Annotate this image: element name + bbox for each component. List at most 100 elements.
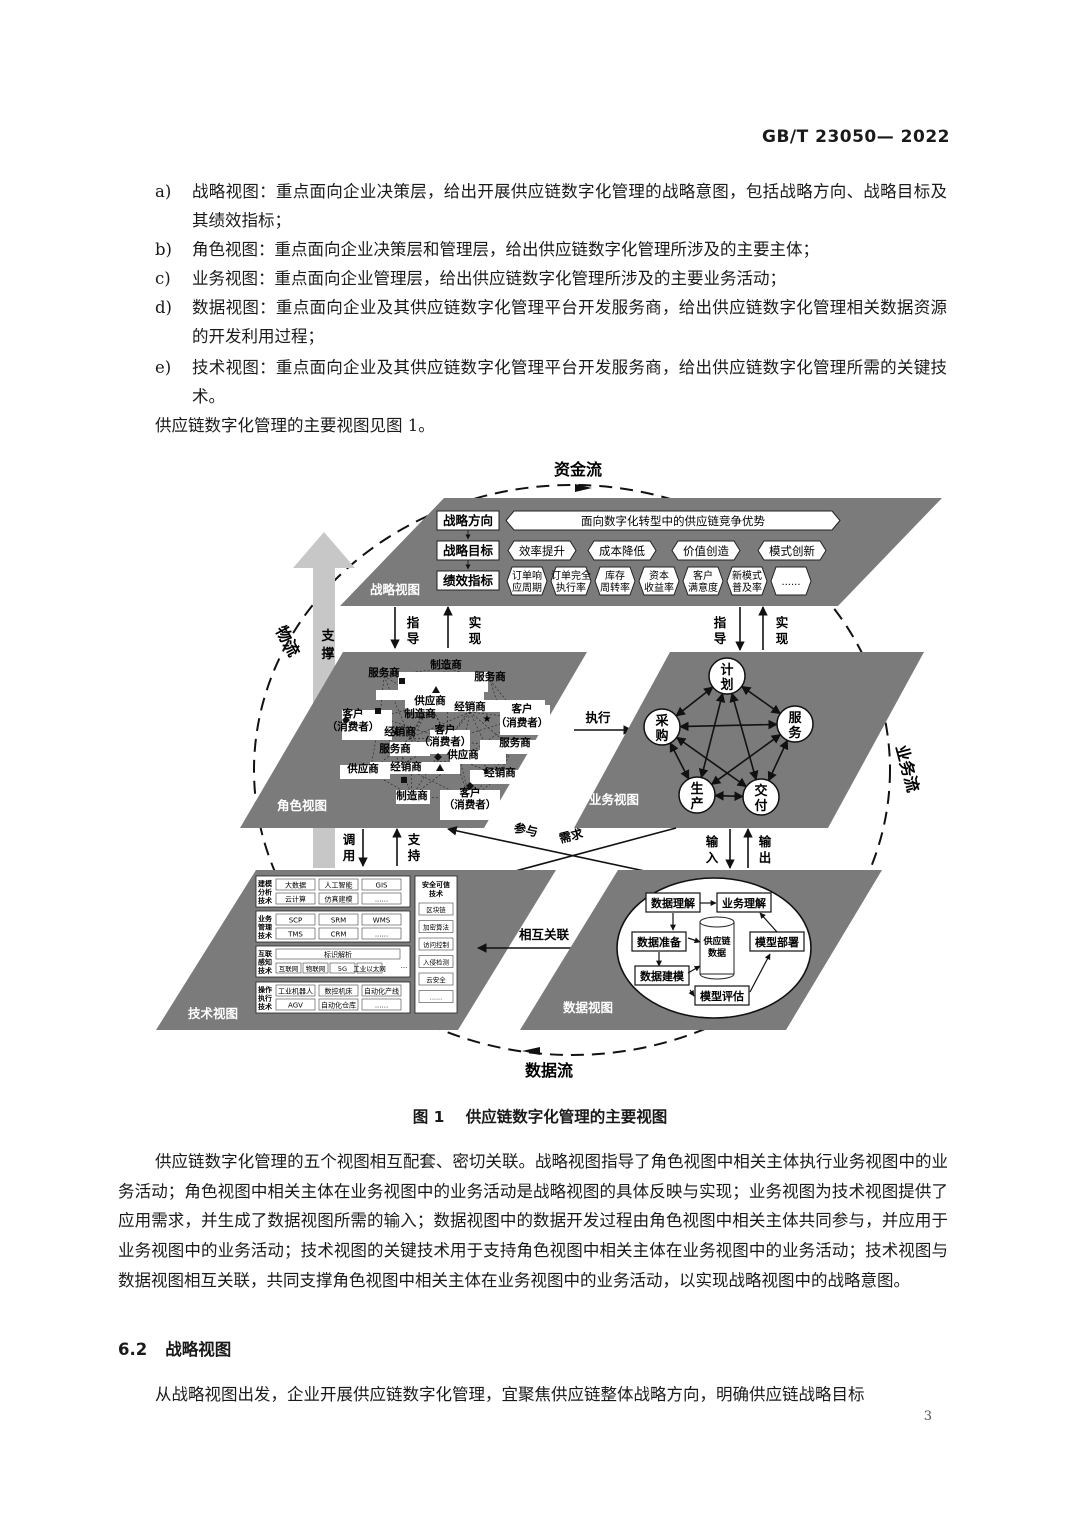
- logistics-flow-label: 物流: [272, 623, 304, 660]
- data-node-label: 模型评估: [700, 989, 744, 1003]
- database-label: 供应链: [702, 935, 731, 947]
- realize-label-3: 实: [776, 615, 789, 630]
- business-node-label: 生: [690, 781, 703, 797]
- tech-item: [275, 927, 316, 940]
- tech-item: [361, 913, 402, 926]
- page-number: 3: [923, 1409, 932, 1424]
- support-link-label-1: 支: [407, 832, 421, 847]
- role-marker: [432, 686, 440, 693]
- list-label: e): [155, 358, 172, 377]
- data-node: [634, 965, 690, 986]
- svg-text:战略方向: 战略方向: [443, 513, 493, 528]
- goal-text: 成本降低: [599, 544, 645, 558]
- business-node: [643, 708, 681, 746]
- list-item: e) 技术视图：重点面向企业及其供应链数字化管理平台开发服务商，给出供应链数字化…: [155, 353, 947, 411]
- demand-label: 需求: [557, 825, 585, 846]
- list-item: d) 数据视图：重点面向企业及其供应链数字化管理平台开发服务商，给出供应链数字化…: [155, 293, 947, 351]
- goal-text: 模式创新: [769, 544, 815, 558]
- role-label-bg: [500, 705, 550, 735]
- role-marker: [375, 708, 381, 714]
- role-link: [383, 667, 447, 677]
- tech-item: [318, 892, 359, 905]
- data-title: 数据视图: [562, 1000, 613, 1015]
- last-line: 从战略视图出发，企业开展供应链数字化管理，宜聚焦供应链整体战略方向，明确供应链战…: [155, 1385, 865, 1404]
- tech-item: [275, 962, 302, 974]
- tech-group-name: 操作: [258, 985, 272, 994]
- role-node-label: 制造商: [396, 789, 428, 802]
- role-node-label: 客户: [434, 723, 456, 736]
- role-node-label: 客户: [511, 702, 533, 715]
- role-node-label: 客户: [459, 786, 481, 799]
- kpi-text: 普及率: [732, 581, 762, 594]
- role-node-label: 服务商: [379, 742, 411, 755]
- business-flow-label: 业务流: [892, 743, 923, 794]
- kpi-text: ......: [781, 577, 800, 588]
- guide-label-3: 指: [714, 615, 727, 630]
- standard-number: GB/T 23050— 2022: [761, 127, 950, 147]
- tech-item-text: ......: [375, 1002, 388, 1010]
- business-node-label: 购: [655, 728, 668, 744]
- tech-item: [361, 892, 402, 905]
- kpi-text: 收益率: [644, 581, 674, 594]
- output-label-1: 输: [759, 834, 772, 849]
- business-node: [708, 657, 746, 695]
- list-label: b): [155, 240, 172, 259]
- data-cycle-arrow: [759, 912, 778, 933]
- role-link: [409, 703, 431, 739]
- tech-item-text: 5G: [338, 965, 347, 973]
- tech-item-text: 标识解析: [324, 950, 352, 959]
- tech-item: [275, 892, 316, 905]
- kpi-text: 应周期: [512, 581, 542, 594]
- input-label-2: 入: [706, 850, 719, 865]
- business-title: 业务视图: [589, 792, 639, 807]
- tech-group-name: 技术: [258, 896, 272, 905]
- list-item: c) 业务视图：重点面向企业管理层，给出供应链数字化管理所涉及的主要业务活动；: [155, 264, 947, 293]
- goal-text: 效率提升: [519, 544, 565, 558]
- output-label-2: 出: [759, 850, 772, 865]
- tech-item: [318, 927, 359, 940]
- data-cycle: 供应链数据数据理解业务理解数据准备模型部署数据建模模型评估: [616, 877, 812, 1019]
- security-item-text: 访问控制: [423, 940, 450, 949]
- guide-label-1: 指: [407, 615, 420, 630]
- goal-chip: [757, 540, 827, 561]
- tech-item-text: 自动化产线: [364, 987, 399, 996]
- list-text: 业务视图：重点面向企业管理层，给出供应链数字化管理所涉及的主要业务活动；: [192, 269, 786, 288]
- role-node-label: 经销商: [384, 725, 416, 738]
- figure-caption: 图 1 供应链数字化管理的主要视图: [0, 1105, 1080, 1127]
- security-item-text: 云安全: [426, 975, 446, 984]
- security-item: [418, 972, 454, 986]
- role-link: [409, 711, 471, 739]
- goal-text: 价值创造: [683, 544, 729, 558]
- role-marker: [434, 753, 442, 761]
- tech-group-name: 技术: [258, 931, 272, 940]
- tech-item-text: WMS: [373, 917, 391, 925]
- body-paragraph: 供应链数字化管理的五个视图相互配套、密切关联。战略视图指导了角色视图中相关主体执…: [118, 1152, 948, 1290]
- business-node-label: 产: [690, 796, 703, 812]
- database-bottom: [699, 973, 735, 980]
- direction-text: 面向数字化转型中的供应链竞争优势: [581, 514, 765, 528]
- list-text: 技术视图：重点面向企业及其供应链数字化管理平台开发服务商，给出供应链数字化管理所…: [192, 358, 947, 406]
- role-node-label: 供应商: [413, 694, 446, 707]
- business-node-label: 交: [754, 783, 767, 799]
- kpi-text: 库存: [605, 569, 625, 582]
- kpi-text: 满意度: [688, 581, 718, 594]
- tech-item: [329, 962, 356, 974]
- data-node-label: 模型部署: [755, 935, 799, 949]
- data-cycle-arrow: [688, 989, 695, 997]
- tech-item: [318, 998, 359, 1011]
- kpi-text: 资本: [649, 569, 669, 582]
- role-marker: ★: [482, 766, 491, 777]
- section-title: 战略视图: [165, 1340, 232, 1359]
- data-node: [694, 985, 750, 1006]
- goal-chips: 效率提升 成本降低 价值创造 模式创新: [507, 540, 827, 561]
- database-top: [699, 916, 735, 928]
- kpi-text: 执行率: [556, 581, 586, 594]
- tech-group-name: 执行: [258, 994, 272, 1003]
- input-label-1: 输: [706, 834, 719, 849]
- tech-group-name: 管理: [258, 923, 272, 932]
- security-item: [418, 937, 454, 951]
- role-label-bg: [342, 710, 392, 740]
